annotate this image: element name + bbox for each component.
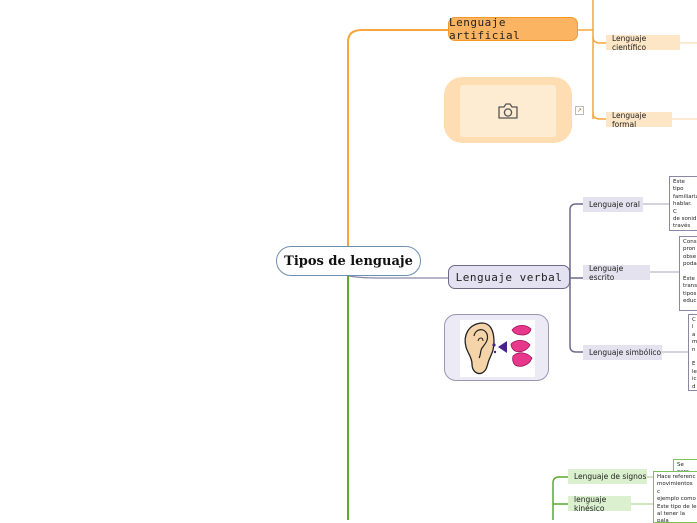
- external-link-icon[interactable]: ↗: [575, 106, 584, 115]
- note-lenguaje-kinesico[interactable]: Hace referenc movimientos c ejemplo como…: [653, 471, 697, 523]
- subtopic-lenguaje-oral[interactable]: Lenguaje oral: [583, 197, 643, 212]
- ear-mouth-icon: [464, 322, 533, 375]
- connector-root-verbal: [348, 275, 448, 279]
- image-card-verbal[interactable]: [444, 314, 549, 381]
- connector-artificial-cientifico: [592, 36, 606, 44]
- note-lenguaje-oral[interactable]: Este tipo familiariz hablar. C de sonid …: [669, 176, 697, 231]
- topic-lenguaje-verbal[interactable]: Lenguaje verbal: [448, 265, 570, 289]
- subtopic-lenguaje-simbolico[interactable]: Lenguaje simbólico: [583, 345, 662, 360]
- subtopic-lenguaje-kinesico[interactable]: lenguaje kinésico: [568, 495, 631, 513]
- topic-lenguaje-artificial[interactable]: Lenguaje artificial: [448, 16, 578, 42]
- note-lenguaje-simbolico[interactable]: C l a m n E le ic d: [688, 314, 697, 391]
- subtopic-lenguaje-escrito[interactable]: Lenguaje escrito: [583, 264, 650, 282]
- connector-artificial-formal: [592, 112, 606, 120]
- image-placeholder-card[interactable]: [444, 77, 572, 143]
- root-topic[interactable]: Tipos de lenguaje: [276, 246, 421, 276]
- camera-icon: [498, 103, 518, 119]
- image-placeholder: [460, 85, 556, 137]
- subtopic-lenguaje-de-signos[interactable]: Lenguaje de signos: [568, 469, 647, 484]
- connector-artificial-trunk: [578, 0, 594, 119]
- subtopic-lenguaje-formal[interactable]: Lenguaje formal: [606, 111, 672, 129]
- note-lenguaje-escrito[interactable]: Cons pron obse poda Este trans tipos edu…: [679, 236, 697, 311]
- connector-nonverbal-trunk: [552, 476, 568, 520]
- connector-verbal-trunk: [569, 203, 583, 353]
- ear-mouth-illustration: [460, 320, 535, 377]
- subtopic-lenguaje-cientifico[interactable]: Lenguaje científico: [606, 34, 680, 52]
- connector-root-artificial: [347, 29, 448, 247]
